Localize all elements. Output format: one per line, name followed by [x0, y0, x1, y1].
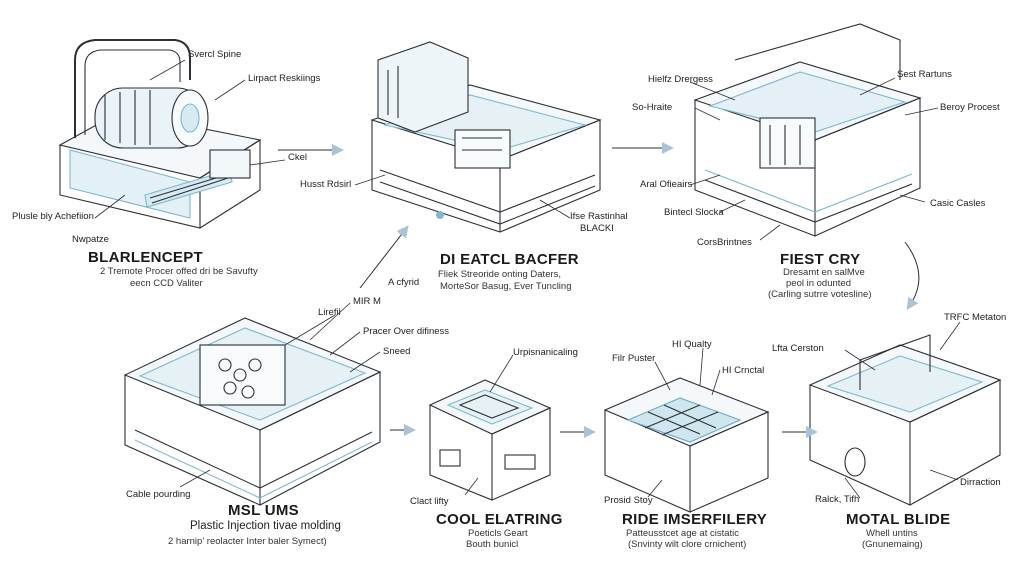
callout-label: So-Hraite: [632, 102, 673, 113]
stage-title: COOL ELATRING: [436, 511, 563, 528]
callout-label: MIR M: [353, 296, 381, 307]
callout-label: Prosid Stoy: [604, 495, 653, 506]
callout-label: Nwpatze: [72, 234, 109, 245]
callout-label: HI Crnctal: [722, 365, 765, 376]
stage-title: BLARLENCEPT: [88, 249, 203, 266]
stage-caption-line: (Gnunemaing): [862, 539, 923, 550]
callout-label: Filr Puster: [612, 353, 656, 364]
stage-caption-line: 2 Tremote Procer offed dri be Savufty: [100, 266, 258, 277]
callout-label: Ralck, Tifh: [815, 494, 860, 505]
machine-5-illustration: [428, 379, 552, 501]
callout-label: Urpisnanicaling: [513, 347, 578, 358]
callout-label: Husst Rdsirl: [300, 179, 352, 190]
stage-caption-line: Bouth bunicl: [466, 539, 519, 550]
stage-caption-line: peol in odunted: [786, 278, 851, 289]
stage-caption-line: Poeticls Geart: [468, 528, 528, 539]
stage-title: MSL UMS: [228, 502, 299, 519]
callout-label: Aral Ofieairs: [640, 179, 693, 190]
callout-label: Beroy Procest: [940, 102, 1000, 113]
callout-label: Cable pourding: [126, 489, 191, 500]
stage-title: DI EATCL BACFER: [440, 251, 579, 268]
stage-caption-line: (Carling sutrre votesline): [768, 289, 872, 300]
callout-label: Hielfz Drergess: [648, 74, 713, 85]
stage-caption-line: Fliek Streoride onting Daters,: [438, 269, 562, 280]
stage-title: FIEST CRY: [780, 251, 861, 268]
flow-arrows: [278, 142, 920, 438]
stage-caption-line: MorteSor Basug, Ever Tuncling: [440, 281, 572, 292]
machine-1-illustration: [58, 39, 262, 229]
callout-label: Ckel: [288, 152, 308, 163]
callout-label: Lirefil: [318, 307, 341, 318]
stage-caption-line: Plastic Injection tivae molding: [190, 520, 341, 532]
callout-label: Bintecl Slocka: [664, 207, 724, 218]
callout-label: Pracer Over difiness: [363, 326, 450, 337]
callout-label: Sest Rartuns: [897, 69, 952, 80]
leader-lines: [94, 59, 961, 499]
machine-2-illustration: [370, 41, 602, 233]
callout-label: A cfyrid: [388, 277, 420, 288]
callout-label: Plusle bly Achefiion: [12, 211, 94, 222]
callout-label: HI Qualty: [672, 339, 712, 350]
callout-label: Lfta Cerston: [772, 343, 824, 354]
callout-label: TRFC Metaton: [944, 312, 1007, 323]
callout-label: Sneed: [383, 346, 411, 357]
stage-caption-line: Patteusstcet age at cistatic: [626, 528, 740, 539]
callout-label: Casic Casles: [930, 198, 986, 209]
machine-4-illustration: [123, 317, 382, 506]
stage-caption-line: 2 harnip' reolacter Inter baler Symect): [168, 536, 327, 547]
stage-caption-line: (Snvinty wilt clore crnichent): [628, 539, 747, 550]
stage-caption-line: Dresamt en salMve: [783, 267, 865, 278]
callout-label: CorsBrintnes: [697, 237, 752, 248]
stage-caption-line: Whell untins: [866, 528, 918, 539]
machine-6-illustration: [603, 377, 770, 513]
stage-caption-line: eecn CCD Valiter: [130, 278, 203, 289]
callout-label: Svercl Spine: [188, 49, 242, 60]
callout-label: Lirpact Reskiings: [248, 73, 321, 84]
machine-7-illustration: [808, 334, 1002, 506]
callout-label: BLACKI: [580, 223, 614, 234]
stage-title: RIDE IMSERFILERY: [622, 511, 768, 528]
stage-title: MOTAL BLIDE: [846, 511, 951, 528]
callout-label: Clact lifty: [410, 496, 449, 507]
callout-label: Ifse Rastinhal: [570, 211, 628, 222]
callout-label: Dirraction: [960, 477, 1001, 488]
machine-3-illustration: [693, 23, 922, 237]
